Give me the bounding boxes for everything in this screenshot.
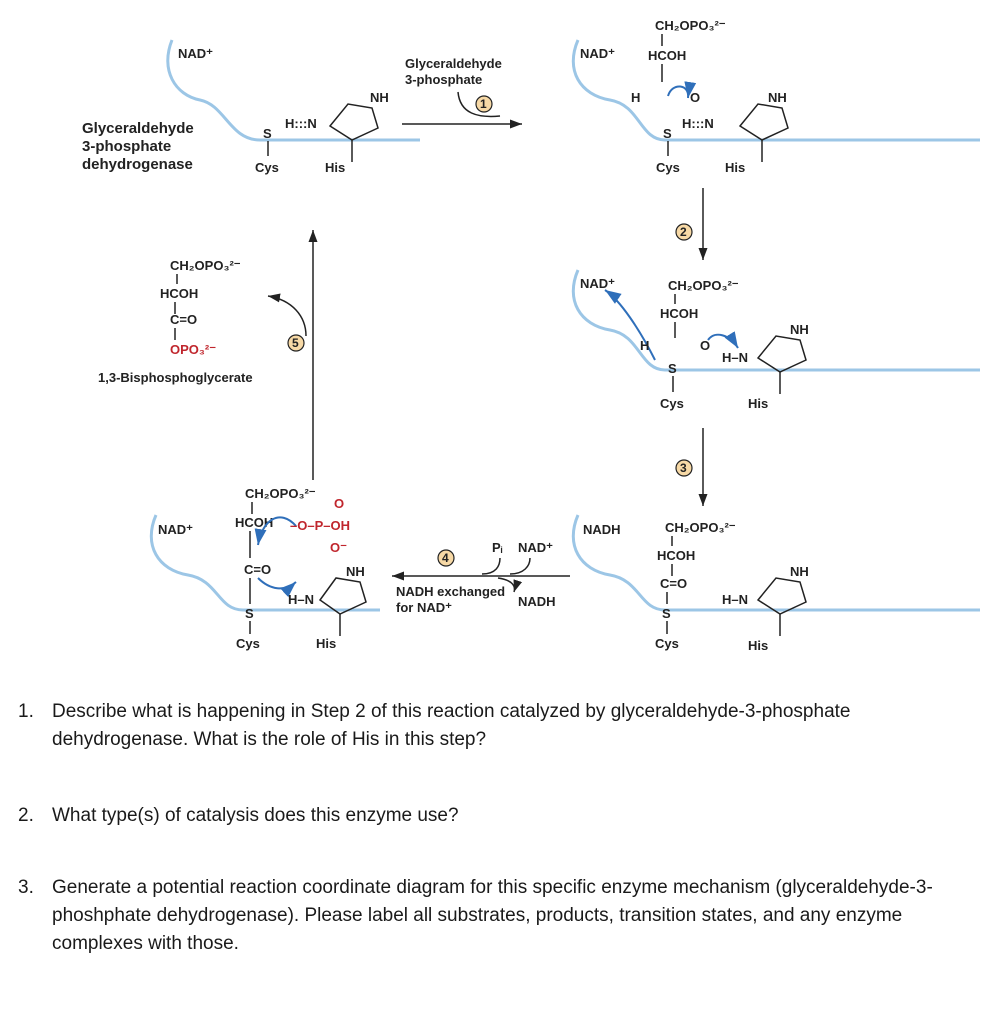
hcoh-f: HCOH [160, 286, 198, 301]
substrate-line2: 3-phosphate [405, 72, 482, 87]
step-3: 3 [675, 428, 708, 506]
o-b: O [690, 90, 700, 105]
question-3-text: Generate a potential reaction coordinate… [52, 877, 933, 954]
substrate-line1: Glyceraldehyde [405, 56, 502, 71]
enzyme-name-line3: dehydrogenase [82, 156, 193, 173]
nad-label: NAD⁺ [178, 46, 213, 61]
step-4: 4 Pᵢ NAD⁺ NADH exchanged for NAD⁺ NADH [392, 540, 570, 615]
step-number-4: 4 [442, 551, 449, 565]
hn-c: H–N [722, 350, 748, 365]
panel-phosphorolysis: NAD⁺ CH₂OPO₃²⁻ HCOH C=O S Cys O –O–P–OH … [149, 486, 380, 651]
step-number-3: 3 [680, 461, 687, 475]
phosphate-o-top: O [334, 496, 344, 511]
mechanism-diagram: .t { font-family:"Liberation Sans", sans… [82, 18, 980, 653]
h-bond-label: H:::N [285, 116, 317, 131]
cys-label: Cys [255, 160, 279, 175]
s-c: S [668, 361, 677, 376]
step-number-2: 2 [680, 225, 687, 239]
c-eq-o-f: C=O [170, 312, 197, 327]
question-3: 3. Generate a potential reaction coordin… [18, 874, 988, 958]
nadh-exchanged-line2: for NAD⁺ [396, 600, 452, 615]
step-circle-3 [675, 459, 693, 477]
question-2-number: 2. [18, 805, 34, 826]
panel-free-enzyme: NAD⁺ Glyceraldehyde 3-phosphate dehydrog… [82, 39, 420, 175]
opo3-f: OPO₃²⁻ [170, 342, 216, 357]
nadh-label-d: NADH [583, 522, 621, 537]
nadh-exchanged-line1: NADH exchanged [396, 584, 505, 599]
product-label: 1,3-Bisphosphoglycerate [98, 370, 253, 385]
cys-sulfur: S [263, 126, 272, 141]
cys-sulfur-b: S [663, 126, 672, 141]
nadh-label-step4: NADH [518, 594, 556, 609]
o-c: O [700, 338, 710, 353]
cys-label-c: Cys [660, 396, 684, 411]
hcoh-c: HCOH [660, 306, 698, 321]
step-2: 2 [675, 188, 708, 260]
step-circle-2 [675, 223, 693, 241]
ch2opo3-f: CH₂OPO₃²⁻ [170, 258, 241, 273]
question-1-text: Describe what is happening in Step 2 of … [52, 701, 851, 750]
s-d: S [662, 606, 671, 621]
nh-label-d: NH [790, 564, 809, 579]
enzyme-name-line1: Glyceraldehyde [82, 120, 194, 137]
nad-label-step4: NAD⁺ [518, 540, 553, 555]
nh-label-b: NH [768, 90, 787, 105]
nad-label-b: NAD⁺ [580, 46, 615, 61]
c-eq-o-e: C=O [244, 562, 271, 577]
his-label-e: His [316, 636, 336, 651]
panel-product: CH₂OPO₃²⁻ HCOH C=O OPO₃²⁻ 1,3-Bisphospho… [98, 258, 253, 385]
c-eq-o-d: C=O [660, 576, 687, 591]
panel-thioester-nadh: NADH CH₂OPO₃²⁻ HCOH C=O S Cys H–N NH His [571, 514, 980, 653]
phosphate-o-bottom: O⁻ [330, 540, 347, 555]
question-2-text: What type(s) of catalysis does this enzy… [52, 805, 459, 826]
step-5: 5 [267, 230, 318, 480]
pi-label: Pᵢ [492, 540, 503, 555]
cys-label-b: Cys [656, 160, 680, 175]
ch2opo3-c: CH₂OPO₃²⁻ [668, 278, 739, 293]
hn-e: H–N [288, 592, 314, 607]
hcoh-d: HCOH [657, 548, 695, 563]
ch2opo3-d: CH₂OPO₃²⁻ [665, 520, 736, 535]
panel-es-complex: NAD⁺ CH₂OPO₃²⁻ HCOH H O S Cys H:::N NH H… [571, 18, 980, 175]
cys-label-d: Cys [655, 636, 679, 651]
question-2: 2. What type(s) of catalysis does this e… [18, 802, 988, 830]
nh-label-e: NH [346, 564, 365, 579]
step-circle-4 [437, 549, 455, 567]
step-circle-5 [287, 334, 305, 352]
his-label: His [325, 160, 345, 175]
nad-label-e: NAD⁺ [158, 522, 193, 537]
ch2opo3-e: CH₂OPO₃²⁻ [245, 486, 316, 501]
h-bond-b: H:::N [682, 116, 714, 131]
nh-label-c: NH [790, 322, 809, 337]
his-label-b: His [725, 160, 745, 175]
questions: 1. Describe what is happening in Step 2 … [18, 698, 988, 958]
question-3-number: 3. [18, 877, 34, 898]
panel-thiohemiacetal: NAD⁺ CH₂OPO₃²⁻ HCOH H O S Cys H–N NH His [571, 269, 980, 411]
cys-label-e: Cys [236, 636, 260, 651]
h-b: H [631, 90, 640, 105]
his-label-c: His [748, 396, 768, 411]
step-number-5: 5 [292, 336, 299, 350]
question-1-number: 1. [18, 701, 34, 722]
step-number-1: 1 [480, 97, 487, 111]
enzyme-name-line2: 3-phosphate [82, 138, 171, 155]
nh-label: NH [370, 90, 389, 105]
step-circle-1 [475, 95, 493, 113]
s-e: S [245, 606, 254, 621]
phosphate-group: –O–P–OH [290, 518, 350, 533]
hn-d: H–N [722, 592, 748, 607]
ch2opo3-b: CH₂OPO₃²⁻ [655, 18, 726, 33]
hcoh-b: HCOH [648, 48, 686, 63]
step-1: Glyceraldehyde 3-phosphate 1 [402, 56, 522, 129]
question-1: 1. Describe what is happening in Step 2 … [18, 698, 988, 754]
nad-label-c: NAD⁺ [580, 276, 615, 291]
h-c: H [640, 338, 649, 353]
his-label-d: His [748, 638, 768, 653]
